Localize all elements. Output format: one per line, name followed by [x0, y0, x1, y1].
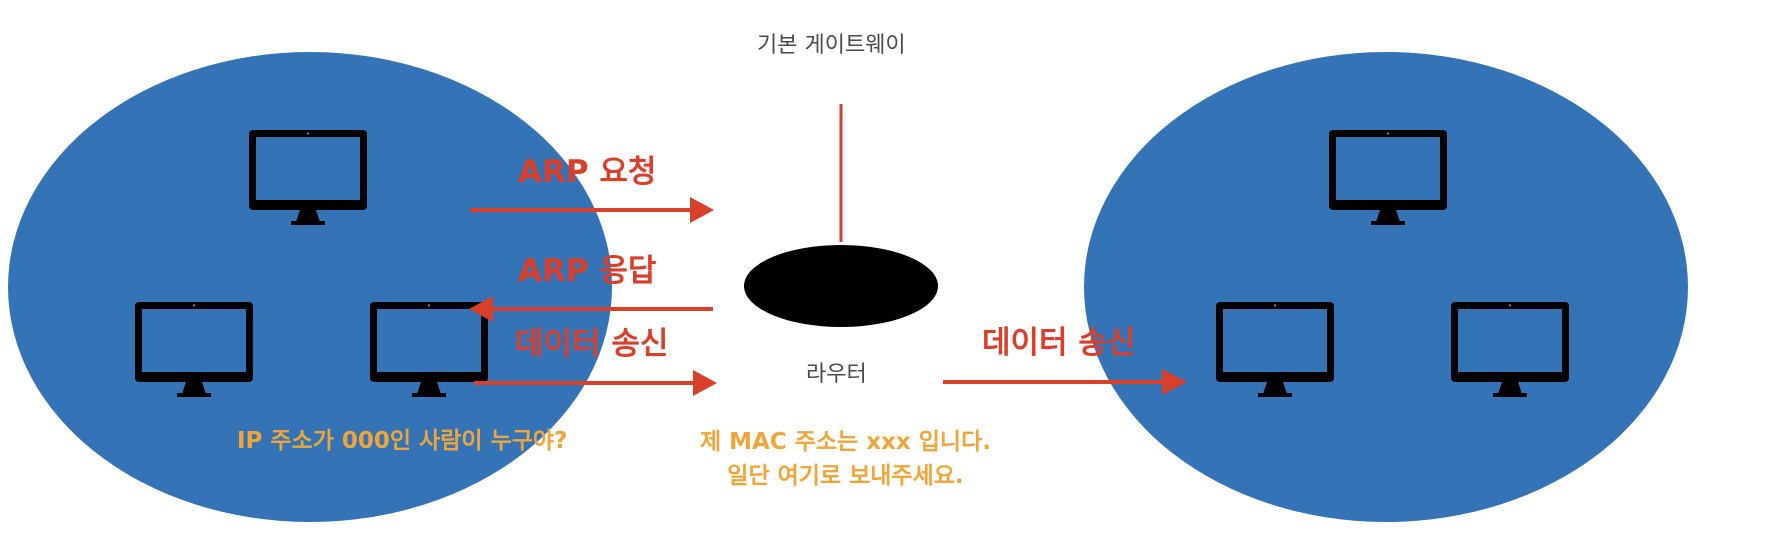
arp-response-label: ARP 응답	[518, 253, 657, 289]
arp-question-text: IP 주소가 000인 사람이 누구야?	[237, 428, 568, 454]
gateway-label: 기본 게이트웨이	[757, 33, 906, 58]
router-node	[744, 245, 938, 327]
arp-answer-text: 제 MAC 주소는 xxx 입니다. 일단 여기로 보내주세요.	[700, 429, 991, 489]
data-send-arrow-left	[474, 370, 717, 396]
data-send-label-left: 데이터 송신	[515, 326, 669, 362]
data-send-arrow-right	[943, 369, 1187, 395]
left-network	[8, 52, 612, 522]
right-network	[1084, 52, 1688, 522]
router-label: 라우터	[806, 362, 867, 387]
arp-response-arrow	[469, 296, 713, 322]
data-send-label-right: 데이터 송신	[982, 325, 1136, 361]
arp-request-arrow	[470, 197, 714, 223]
arp-request-label: ARP 요청	[518, 154, 657, 190]
